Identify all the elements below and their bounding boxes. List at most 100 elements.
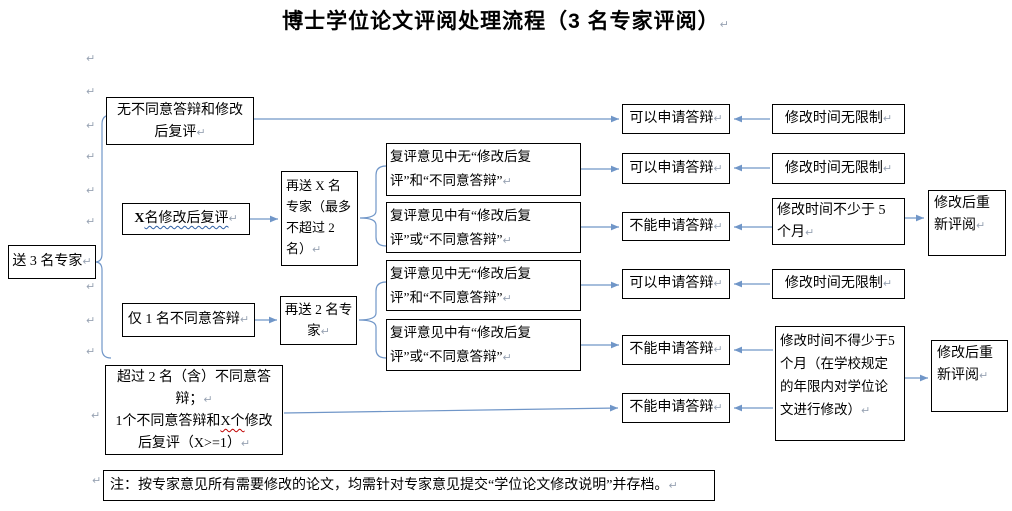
pilcrow-mark: ↵ [82, 255, 92, 268]
result-label: 可以申请答辩 [629, 111, 714, 126]
pilcrow-mark: ↵ [502, 292, 512, 305]
pilcrow-mark: ↵ [713, 343, 723, 356]
pilcrow-mark: ↵ [502, 351, 512, 364]
branch-over-two-line2-c: 修改后复评（X>=1） [137, 414, 273, 451]
cond-has-revise-or-objection-1-box: 复评意见中有“修改后复评”或“不同意答辩”↵ [386, 202, 581, 253]
rereview-after-revision-1-box: 修改后重新评阅↵ [928, 190, 1006, 256]
resend-x-experts-label: 再送 X 名专家（最多不超过 2 名） [286, 178, 352, 256]
rereview-label: 修改后重新评阅 [934, 196, 990, 233]
cannot-apply-defense-2-box: 不能申请答辩↵ [622, 335, 730, 365]
pilcrow-mark: ↵ [86, 85, 96, 98]
brace-start-to-branches [94, 114, 112, 359]
pilcrow-mark: ↵ [91, 409, 101, 422]
branch-over-two-line2: 1个不同意答辩和X个修改后复评（X>=1）↵ [110, 411, 278, 455]
pilcrow-mark: ↵ [86, 119, 96, 132]
pilcrow-mark: ↵ [882, 112, 893, 125]
pilcrow-mark: ↵ [239, 313, 250, 326]
pilcrow-mark: ↵ [979, 369, 989, 382]
branch-one-objection-box: 仅 1 名不同意答辩↵ [122, 303, 255, 337]
time-unlimited-3-box: 修改时间无限制↵ [772, 269, 905, 299]
brace-resend-two-to-conditions [358, 281, 387, 359]
brace-resend-x-to-conditions [359, 165, 387, 247]
pilcrow-mark: ↵ [713, 161, 723, 175]
pilcrow-mark: ↵ [86, 184, 96, 197]
resend-two-experts-box: 再送 2 名专家↵ [280, 296, 357, 345]
start-label: 送 3 名专家 [12, 254, 83, 269]
branch-x-revised-rest: 名修改后复评 [144, 211, 229, 226]
branch-x-revised-box: X 名修改后复评↵ [122, 203, 250, 235]
pilcrow-mark: ↵ [976, 219, 986, 232]
pilcrow-mark: ↵ [719, 18, 730, 31]
cond-label: 复评意见中无“修改后复评”和“不同意答辩” [390, 266, 531, 305]
pilcrow-mark: ↵ [861, 404, 871, 417]
pilcrow-mark: ↵ [240, 437, 251, 450]
result-label: 不能申请答辩 [629, 342, 714, 357]
pilcrow-mark: ↵ [320, 325, 330, 338]
branch-one-objection-label: 仅 1 名不同意答辩 [127, 312, 240, 327]
start-box: 送 3 名专家↵ [8, 245, 96, 279]
time-label: 修改时间不少于 5 个月 [777, 203, 886, 240]
pilcrow-mark: ↵ [196, 126, 206, 139]
pilcrow-mark: ↵ [228, 212, 238, 225]
time-label: 修改时间无限制 [784, 160, 883, 176]
cond-label: 复评意见中有“修改后复评”或“不同意答辩” [390, 325, 531, 364]
time-label: 修改时间不得少于5个月（在学校规定的年限内对学位论文进行修改） [780, 333, 895, 417]
pilcrow-mark: ↵ [805, 226, 815, 239]
rereview-label: 修改后重新评阅 [937, 346, 993, 383]
pilcrow-mark: ↵ [882, 277, 893, 290]
pilcrow-mark: ↵ [713, 219, 723, 233]
time-min5-months-box: 修改时间不少于 5 个月↵ [772, 198, 905, 245]
cond-no-revise-no-objection-2-box: 复评意见中无“修改后复评”和“不同意答辩”↵ [386, 260, 581, 311]
result-label: 不能申请答辩 [629, 400, 714, 415]
pilcrow-mark: ↵ [713, 112, 723, 125]
rereview-after-revision-2-box: 修改后重新评阅↵ [931, 340, 1008, 412]
time-unlimited-2-box: 修改时间无限制↵ [772, 153, 905, 184]
pilcrow-mark: ↵ [92, 474, 102, 487]
branch-over-two-line1-text: 超过 2 名（含）不同意答辩； [117, 370, 271, 407]
branch-over-two-line2-a: 1个不同意答辩和 [115, 414, 221, 429]
cannot-apply-defense-3-box: 不能申请答辩↵ [622, 393, 730, 423]
pilcrow-mark: ↵ [312, 243, 322, 256]
page-title: 博士学位论文评阅处理流程（3 名专家评阅）↵ [0, 5, 1012, 35]
pilcrow-mark: ↵ [86, 52, 96, 65]
branch-no-objection-box: 无不同意答辩和修改后复评↵ [106, 97, 254, 145]
cond-label: 复评意见中无“修改后复评”和“不同意答辩” [390, 149, 531, 188]
arrow-branch4-to-cannot3 [283, 404, 619, 414]
pilcrow-mark: ↵ [203, 393, 213, 406]
resend-two-experts-label: 再送 2 名专家 [284, 302, 353, 338]
pilcrow-mark: ↵ [713, 401, 723, 414]
result-label: 可以申请答辩 [629, 276, 714, 291]
pilcrow-mark: ↵ [86, 314, 96, 327]
pilcrow-mark: ↵ [86, 345, 96, 358]
pilcrow-mark: ↵ [86, 280, 96, 293]
pilcrow-mark: ↵ [713, 277, 723, 290]
result-label: 可以申请答辩 [629, 160, 714, 176]
footnote-text: 注：按专家意见所有需要修改的论文，均需针对专家意见提交“学位论文修改说明”并存档… [110, 477, 669, 493]
pilcrow-mark: ↵ [86, 215, 96, 228]
pilcrow-mark: ↵ [668, 478, 678, 492]
time-label: 修改时间无限制 [784, 276, 883, 291]
footnote-box: 注：按专家意见所有需要修改的论文，均需针对专家意见提交“学位论文修改说明”并存档… [103, 470, 715, 501]
branch-over-two-line2-b: X个 [220, 414, 245, 429]
branch-over-two-box: 超过 2 名（含）不同意答辩；↵ 1个不同意答辩和X个修改后复评（X>=1）↵ [105, 365, 283, 455]
pilcrow-mark: ↵ [502, 234, 512, 247]
result-label: 不能申请答辩 [629, 218, 714, 234]
time-label: 修改时间无限制 [784, 111, 883, 126]
cond-label: 复评意见中有“修改后复评”或“不同意答辩” [390, 208, 531, 247]
pilcrow-mark: ↵ [502, 175, 512, 188]
cond-no-revise-no-objection-1-box: 复评意见中无“修改后复评”和“不同意答辩”↵ [386, 143, 581, 196]
can-apply-defense-2-box: 可以申请答辩↵ [622, 153, 730, 184]
cannot-apply-defense-1-box: 不能申请答辩↵ [622, 212, 730, 241]
time-unlimited-1-box: 修改时间无限制↵ [772, 104, 905, 134]
page-title-text: 博士学位论文评阅处理流程（3 名专家评阅） [282, 10, 720, 33]
resend-x-experts-box: 再送 X 名专家（最多不超过 2 名）↵ [281, 171, 358, 266]
branch-over-two-line1: 超过 2 名（含）不同意答辩；↵ [110, 367, 278, 411]
pilcrow-mark: ↵ [86, 150, 96, 163]
can-apply-defense-3-box: 可以申请答辩↵ [622, 269, 730, 299]
branch-x-revised-x: X [134, 211, 145, 226]
cond-has-revise-or-objection-2-box: 复评意见中有“修改后复评”或“不同意答辩”↵ [386, 319, 581, 371]
can-apply-defense-1-box: 可以申请答辩↵ [622, 104, 730, 134]
pilcrow-mark: ↵ [882, 161, 893, 175]
branch-no-objection-label: 无不同意答辩和修改后复评 [117, 103, 243, 140]
